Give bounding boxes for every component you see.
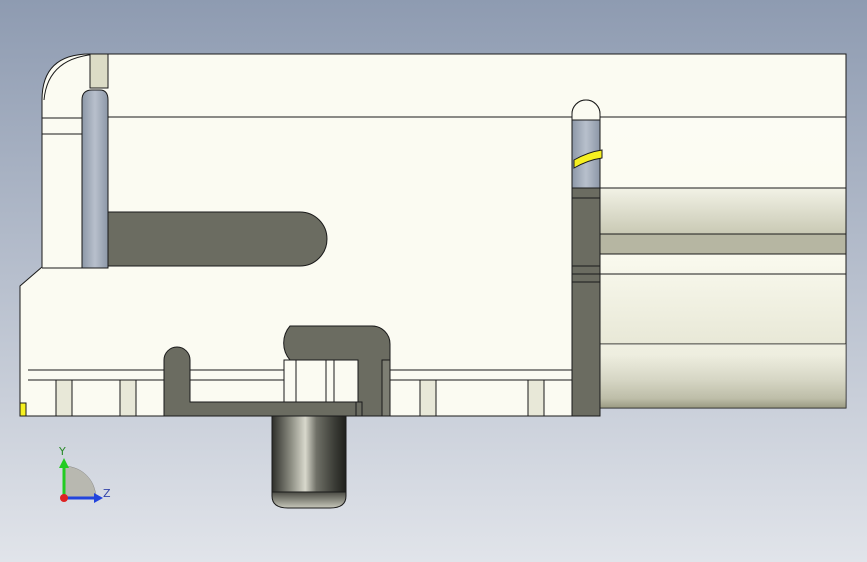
lower-cut-side [381,359,391,417]
accent-tab [19,402,27,417]
section-slot [107,211,328,267]
pin-shaft[interactable] [271,415,347,493]
lower-cut [163,325,391,417]
base-ribs [55,379,545,417]
x-axis-dot [60,494,68,502]
shaft-slot-shadow [599,233,847,255]
lower-cut-inner [283,359,359,403]
shaft-slot [599,187,847,235]
lower-cut-lines [295,360,335,402]
corner-tab [89,53,109,89]
z-axis-arrow [94,493,103,503]
part-model[interactable] [19,53,847,509]
side-channel-top [571,99,601,121]
y-axis-arrow [59,458,69,468]
z-axis-label: Z [103,487,111,500]
y-axis-label: Y [58,445,66,458]
lower-cut-step [355,401,363,417]
shaft-bottom-shade [600,344,846,408]
vertical-channel [81,89,109,269]
accent-mark [573,149,603,169]
pin-tip [271,491,347,509]
axis-triad: Y Z [58,445,111,503]
